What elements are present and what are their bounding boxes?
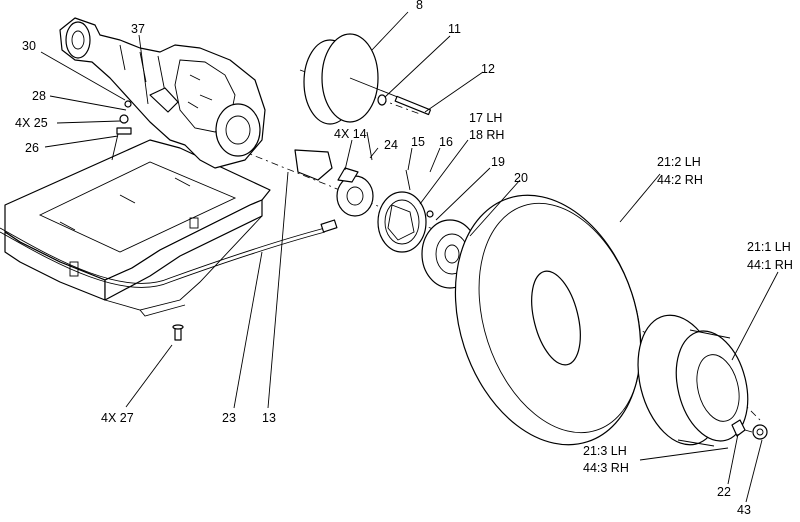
leader-lines xyxy=(40,11,779,503)
hardware-group xyxy=(111,100,184,341)
callout-labels: 8 11 12 37 30 28 4X 25 26 4X 14 24 15 16… xyxy=(15,0,793,517)
callout-13: 13 xyxy=(262,411,276,425)
callout-21-2-lh: 21:2 LH xyxy=(657,155,701,169)
callout-28: 28 xyxy=(32,89,46,103)
callout-20: 20 xyxy=(514,171,528,185)
brake-cable xyxy=(0,219,338,288)
callout-43: 43 xyxy=(737,503,751,517)
callout-4x-14: 4X 14 xyxy=(334,127,367,141)
callout-21-1-lh: 21:1 LH xyxy=(747,240,791,254)
callout-18-rh: 18 RH xyxy=(469,128,504,142)
tire xyxy=(454,194,642,446)
callout-11: 11 xyxy=(448,22,461,36)
lug-hardware xyxy=(731,419,768,440)
callout-24: 24 xyxy=(384,138,398,152)
callout-37: 37 xyxy=(131,22,145,36)
callout-4x-25: 4X 25 xyxy=(15,116,48,130)
callout-15: 15 xyxy=(411,135,425,149)
callout-44-2-rh: 44:2 RH xyxy=(657,173,703,187)
callout-16: 16 xyxy=(439,135,453,149)
callout-22: 22 xyxy=(717,485,731,499)
hub-disc xyxy=(303,33,432,125)
callout-23: 23 xyxy=(222,411,236,425)
callout-19: 19 xyxy=(491,155,505,169)
brake-backing-plate xyxy=(377,191,434,253)
callout-44-3-rh: 44:3 RH xyxy=(583,461,629,475)
callout-30: 30 xyxy=(22,39,36,53)
callout-21-3-lh: 21:3 LH xyxy=(583,444,627,458)
callout-17-lh: 17 LH xyxy=(469,111,502,125)
frame-plate xyxy=(4,139,271,317)
transaxle-housing xyxy=(59,17,266,169)
axle-flange xyxy=(294,131,411,217)
wheel-rim xyxy=(637,314,749,447)
callout-4x-27: 4X 27 xyxy=(101,411,134,425)
callout-26: 26 xyxy=(25,141,39,155)
callout-12: 12 xyxy=(481,62,495,76)
callout-8: 8 xyxy=(416,0,423,12)
callout-44-1-rh: 44:1 RH xyxy=(747,258,793,272)
